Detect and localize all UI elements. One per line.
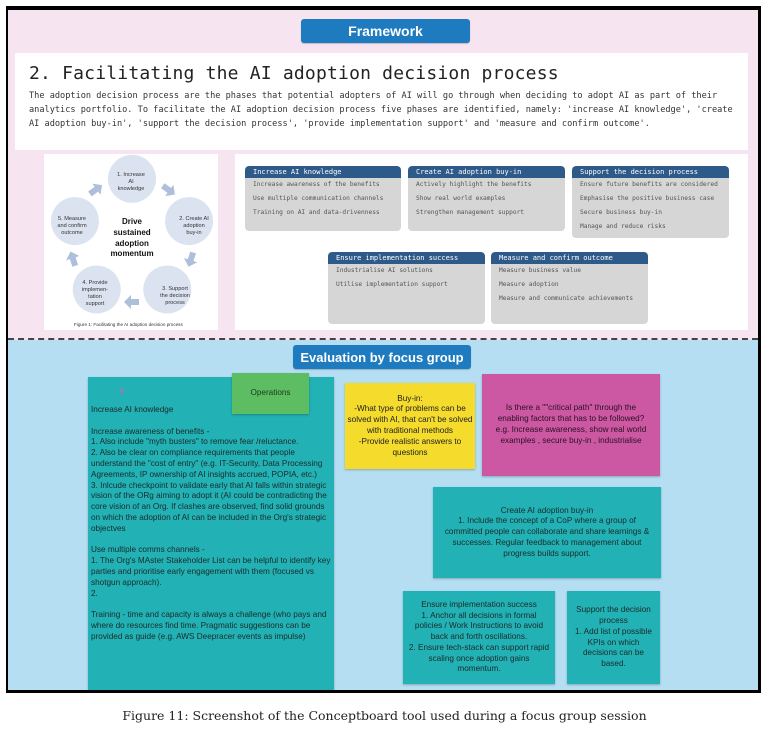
cycle-arrow: [124, 295, 139, 309]
phase-item: Increase awareness of the benefits: [253, 181, 380, 188]
phase-card[interactable]: Support the decision process Ensure futu…: [572, 166, 729, 238]
phases-panel[interactable]: Increase AI knowledge Increase awareness…: [235, 154, 748, 330]
framework-intro: 2. Facilitating the AI adoption decision…: [15, 53, 748, 150]
sticky-note-buyin-questions[interactable]: Buy-in: -What type of problems can be so…: [345, 383, 475, 469]
cycle-arrow: [66, 251, 80, 267]
adoption-cycle-figure[interactable]: Drive sustained adoption momentum 1. Inc…: [44, 154, 218, 330]
phase-item: Secure business buy-in: [580, 209, 662, 216]
cycle-step-1: 1. Increase AI knowledge: [117, 172, 145, 192]
sticky-note-critical-path[interactable]: Is there a ""critical path" through the …: [482, 374, 660, 476]
cycle-arrow: [183, 251, 198, 267]
cycle-center-label: Drive sustained adoption momentum: [110, 217, 154, 259]
phase-item: Measure business value: [499, 267, 581, 274]
phase-item: Manage and reduce risks: [580, 223, 666, 230]
cycle-step-2: 2. Create AI adoption buy-in: [179, 216, 209, 236]
figure-caption: Figure 1: Facilitating the AI adoption d…: [74, 322, 183, 327]
cycle-step-circle: [165, 197, 214, 246]
cycle-step-4: 4. Provide implemen- tation support: [81, 280, 109, 307]
framework-description: The adoption decision process are the ph…: [29, 91, 733, 129]
phase-item: Ensure future benefits are considered: [580, 181, 718, 188]
phase-item: Actively highlight the benefits: [416, 181, 532, 188]
phase-title: Ensure implementation success: [328, 252, 485, 264]
phase-title: Create AI adoption buy-in: [408, 166, 565, 178]
phase-card[interactable]: Create AI adoption buy-in Actively highl…: [408, 166, 565, 231]
framework-header[interactable]: Framework: [301, 19, 470, 43]
phase-card[interactable]: Ensure implementation success Industrial…: [328, 252, 485, 324]
phase-title: Measure and confirm outcome: [491, 252, 648, 264]
cycle-arrow: [161, 183, 175, 197]
phase-item: Strengthen management support: [416, 209, 525, 216]
phase-item: Utilise implementation support: [336, 281, 448, 288]
cycle-step-3: 3. Support the decision process: [160, 286, 190, 306]
sticky-note-implementation[interactable]: Ensure implementation success 1. Anchor …: [403, 591, 555, 684]
phase-item: Use multiple communication channels: [253, 195, 384, 202]
phase-title: Support the decision process: [572, 166, 729, 178]
evaluation-header[interactable]: Evaluation by focus group: [293, 345, 471, 369]
sticky-note-support-decision[interactable]: Support the decision process 1. Add list…: [567, 591, 660, 684]
cycle-step-5: 5. Measure and confirm outcome: [57, 216, 87, 236]
evaluation-section: Evaluation by focus group Increase AI kn…: [8, 340, 758, 690]
cycle-diagram: [50, 154, 214, 314]
cycle-arrow: [88, 183, 103, 197]
phase-card[interactable]: Increase AI knowledge Increase awareness…: [245, 166, 401, 231]
sticky-note-create-buyin[interactable]: Create AI adoption buy-in 1. Include the…: [433, 487, 661, 578]
phase-item: Show real world examples: [416, 195, 506, 202]
cycle-step-circle: [143, 265, 192, 314]
figure-caption-main: Figure 11: Screenshot of the Conceptboar…: [122, 708, 647, 723]
phase-card[interactable]: Measure and confirm outcome Measure busi…: [491, 252, 648, 324]
phase-item: Industrialise AI solutions: [336, 267, 433, 274]
sticky-note-operations[interactable]: Operations: [232, 373, 309, 414]
framework-section: Framework 2. Facilitating the AI adoptio…: [8, 10, 758, 340]
cycle-step-circle: [50, 197, 99, 246]
framework-title: 2. Facilitating the AI adoption decision…: [29, 63, 559, 84]
cycle-step-circle: [108, 154, 156, 203]
sticky-note-increase-knowledge[interactable]: Increase AI knowledge Increase awareness…: [88, 377, 334, 690]
phase-item: Measure adoption: [499, 281, 559, 288]
phase-item: Training on AI and data-drivenness: [253, 209, 380, 216]
cursor-dot: [120, 389, 124, 393]
cycle-step-circle: [72, 265, 121, 314]
phase-title: Increase AI knowledge: [245, 166, 401, 178]
phase-item: Measure and communicate achievements: [499, 295, 634, 302]
conceptboard-canvas[interactable]: Framework 2. Facilitating the AI adoptio…: [6, 6, 761, 693]
phase-item: Emphasise the positive business case: [580, 195, 715, 202]
